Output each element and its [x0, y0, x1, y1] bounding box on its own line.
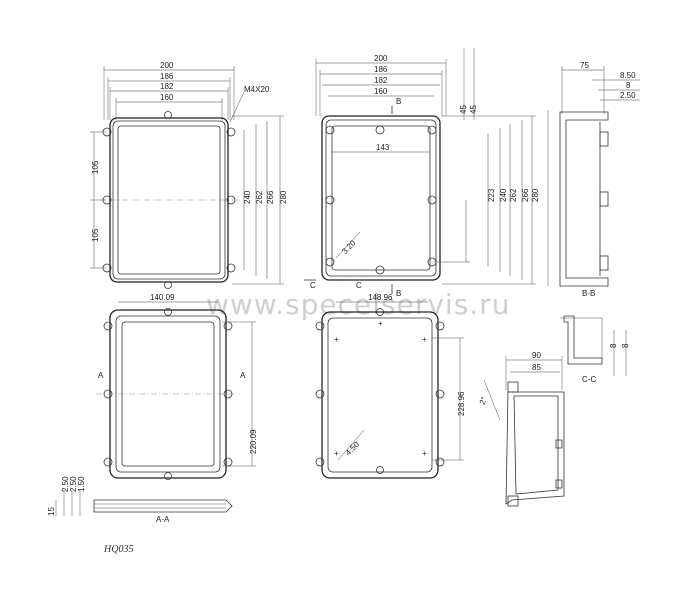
- view-section-cc: 8 8 C-C: [560, 315, 630, 384]
- bb-label: B-B: [582, 289, 595, 298]
- v4-cross-4: +: [422, 449, 427, 458]
- v2-section-b-bottom: B: [396, 289, 401, 298]
- v4-cross-3: +: [334, 449, 339, 458]
- v3-dim-150: 1.50: [77, 476, 86, 492]
- view-section-bb: 75 8.50 8 2.50 B-B: [547, 61, 640, 298]
- watermark: www.specelservis.ru: [206, 288, 510, 321]
- side-angle: 2°: [478, 396, 489, 406]
- v4-dim-22896: 228.96: [457, 391, 466, 416]
- v3-section-label: A-A: [156, 515, 170, 524]
- v1-dim-186: 186: [160, 72, 174, 81]
- v4-dim-14896: 148.96: [368, 293, 393, 302]
- v3-dim-15: 15: [47, 507, 56, 516]
- v2-section-c-mid: C: [356, 281, 362, 290]
- bb-dim-850: 8.50: [620, 71, 636, 80]
- v2-hole-label: 3.20: [340, 238, 358, 256]
- model-label: HQ035: [103, 544, 133, 555]
- v1-dim-105a: 105: [91, 160, 100, 174]
- v4-hole-label: 4.50: [344, 440, 362, 458]
- v3-section-a-left: A: [98, 371, 104, 380]
- v4-cross-2: +: [422, 335, 427, 344]
- v2-dim-143: 143: [376, 143, 390, 152]
- cc-dim-8b: 8: [621, 343, 630, 348]
- v1-dim-280: 280: [279, 190, 288, 204]
- v2-dim-45b: 45: [469, 105, 478, 114]
- bb-dim-250: 2.50: [620, 91, 636, 100]
- v3-section-a-right: A: [240, 371, 246, 380]
- v1-dim-160: 160: [160, 93, 174, 102]
- v2-section-c-left: C: [310, 281, 316, 290]
- v3-dim-250a: 2.50: [61, 476, 70, 492]
- cc-dim-8a: 8: [609, 343, 618, 348]
- v2-dim-160: 160: [374, 87, 388, 96]
- v1-dim-240: 240: [243, 190, 252, 204]
- v4-cross-1: +: [334, 335, 339, 344]
- view-body-bottom: 148.96 + + + + + 228.96 4.50: [315, 293, 466, 479]
- v3-dim-250b: 2.50: [69, 476, 78, 492]
- side-dim-90: 90: [532, 351, 541, 360]
- v2-dim-186: 186: [374, 65, 388, 74]
- v3-dim-14009: 140.09: [150, 293, 175, 302]
- view-lid-top: 200 186 182 160 M4X20 105 105 240 262 26…: [90, 61, 288, 289]
- v4-cross-5: +: [378, 319, 383, 328]
- v1-dim-266: 266: [266, 190, 275, 204]
- bb-dim-8: 8: [626, 81, 631, 90]
- v2-dim-266: 266: [521, 188, 530, 202]
- v1-dim-182: 182: [160, 82, 174, 91]
- v2-dim-223: 223: [487, 188, 496, 202]
- v2-dim-45a: 45: [459, 105, 468, 114]
- view-body-top: 200 186 182 160 B 143 3.20 C C B 45 45: [304, 48, 540, 298]
- v1-dim-105b: 105: [91, 228, 100, 242]
- v2-dim-280: 280: [531, 188, 540, 202]
- view-lid-inside: 140.09 A A 220.09 A-A 15 2.50 2.50 1.50: [47, 293, 258, 524]
- v2-dim-240: 240: [499, 188, 508, 202]
- v2-dim-200: 200: [374, 54, 388, 63]
- v2-section-b-top: B: [396, 97, 401, 106]
- side-dim-85: 85: [532, 363, 541, 372]
- view-side: 90 85 2°: [478, 351, 565, 507]
- v2-dim-262: 262: [509, 188, 518, 202]
- v1-dim-200: 200: [160, 61, 174, 70]
- bb-dim-75: 75: [580, 61, 589, 70]
- cc-label: C-C: [582, 375, 596, 384]
- v1-screw-label: M4X20: [244, 85, 270, 94]
- v2-dim-182: 182: [374, 76, 388, 85]
- v1-dim-262: 262: [255, 190, 264, 204]
- v3-dim-22009: 220.09: [249, 429, 258, 454]
